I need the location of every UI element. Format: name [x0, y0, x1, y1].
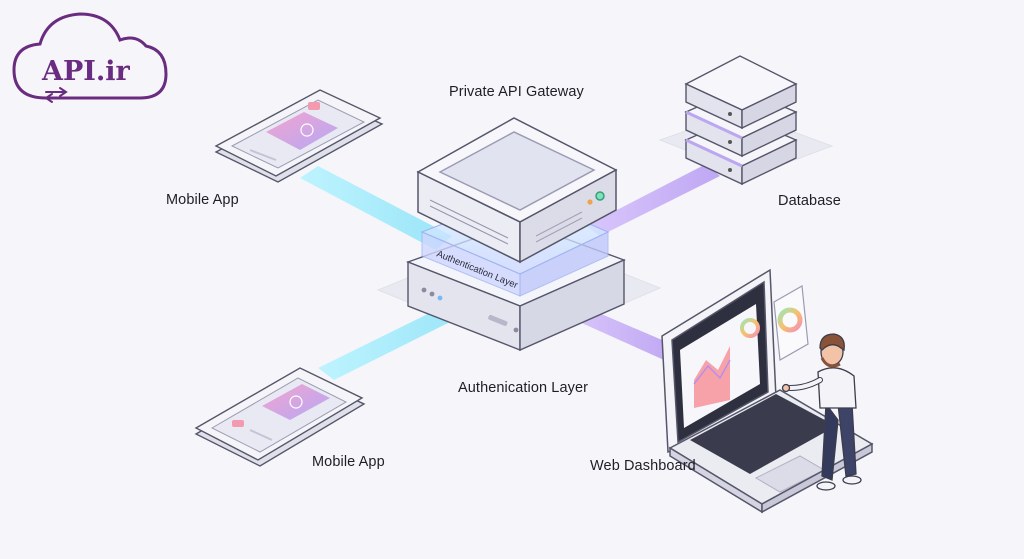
database-label: Database	[778, 193, 841, 209]
gateway-label: Private API Gateway	[449, 84, 584, 100]
database-stack	[684, 55, 798, 186]
auth-layer-label: Authenication Layer	[458, 380, 589, 396]
beam-mobile-bottom	[318, 302, 470, 380]
gateway-server	[416, 117, 618, 264]
web-dashboard-label: Web Dashboard	[590, 458, 696, 474]
beam-database	[586, 164, 720, 236]
brand-logo	[12, 12, 168, 103]
cloud-outline	[12, 12, 168, 100]
mobile-app-top-label: Mobile App	[166, 192, 239, 208]
mobile-app-bottom-label: Mobile App	[312, 454, 385, 470]
logo-text: API.ir	[41, 56, 131, 87]
swap-arrows-icon	[44, 87, 68, 103]
floating-chart-card	[773, 285, 809, 361]
person-figure	[781, 333, 862, 491]
connection-beams	[300, 164, 720, 380]
mobile-phone-bottom	[194, 367, 366, 467]
beam-mobile-top	[300, 166, 452, 250]
mobile-phone-top	[214, 89, 384, 183]
